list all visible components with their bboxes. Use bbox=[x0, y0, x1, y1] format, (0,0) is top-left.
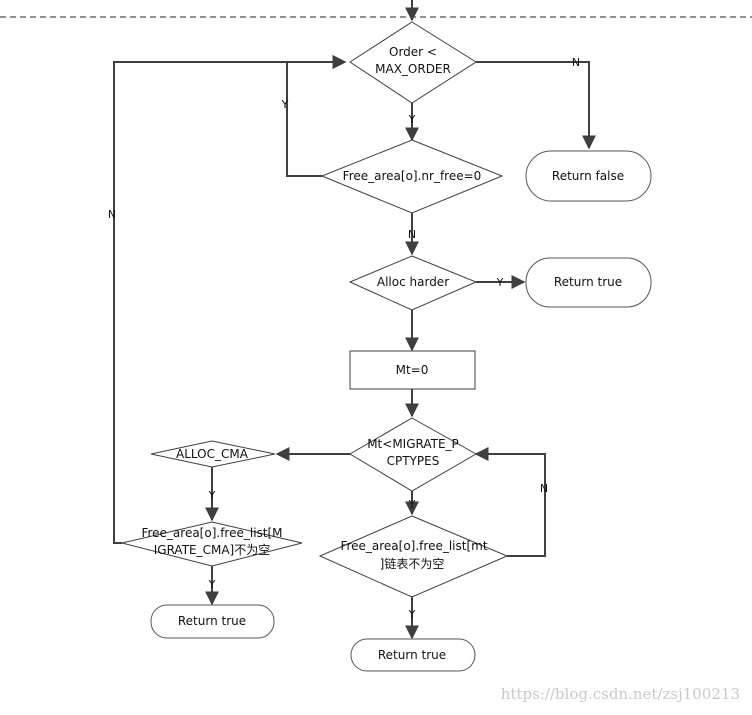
alloc-harder-label: Alloc harder bbox=[377, 275, 449, 289]
cma-list-line1: Free_area[o].free_list[M bbox=[141, 526, 282, 540]
mt-list-decision: Free_area[o].free_list[mt ]链表不为空 bbox=[318, 515, 509, 598]
watermark-url: https://blog.csdn.net/zsj100213 bbox=[501, 685, 740, 703]
alloc-cma-decision: ALLOC_CMA bbox=[150, 440, 276, 468]
edge-label-harder-yes: Y bbox=[496, 276, 504, 289]
nrfree-decision: Free_area[o].nr_free=0 bbox=[320, 139, 504, 214]
mt-list-line2: ]链表不为空 bbox=[380, 556, 445, 571]
mt-check-decision: Mt<MIGRATE_P CPTYPES bbox=[349, 417, 478, 492]
return-true-label-2: Return true bbox=[178, 614, 246, 628]
cma-list-line2: IGRATE_CMA]不为空 bbox=[154, 543, 271, 557]
edge-order-to-returnfalse bbox=[476, 61, 596, 150]
mt-check-line2: CPTYPES bbox=[387, 454, 440, 468]
edge-mtlist-loop-to-mtcheck bbox=[474, 447, 546, 557]
mt-init-label: Mt=0 bbox=[396, 363, 429, 377]
edge-label-cmalist-yes: Y bbox=[208, 578, 216, 591]
order-decision-line2: MAX_ORDER bbox=[375, 62, 451, 76]
edge-label-order-yes: Y bbox=[408, 113, 416, 126]
cma-list-decision: Free_area[o].free_list[M IGRATE_CMA]不为空 bbox=[121, 521, 303, 567]
edge-label-cma-loop-no: N bbox=[108, 208, 116, 221]
mt-init-process: Mt=0 bbox=[349, 350, 476, 390]
edge-cmalist-loop-to-order bbox=[113, 55, 347, 544]
return-true-terminal-3: Return true bbox=[350, 638, 476, 672]
nrfree-label: Free_area[o].nr_free=0 bbox=[343, 169, 482, 183]
edge-label-order-no: N bbox=[572, 56, 580, 69]
edge-label-cma-yes: Y bbox=[208, 489, 216, 502]
edge-label-mt-yes: Y bbox=[408, 498, 416, 511]
return-true-terminal-1: Return true bbox=[525, 257, 652, 308]
order-decision: Order < MAX_ORDER bbox=[349, 21, 477, 104]
return-false-label: Return false bbox=[552, 169, 624, 183]
order-decision-line1: Order < bbox=[389, 45, 437, 59]
edge-label-mtlist-yes: Y bbox=[408, 608, 416, 621]
return-false-terminal: Return false bbox=[525, 150, 652, 202]
return-true-label-3: Return true bbox=[378, 648, 446, 662]
return-true-terminal-2: Return true bbox=[150, 604, 275, 639]
alloc-cma-label: ALLOC_CMA bbox=[176, 447, 249, 461]
edge-label-nrfree-no: N bbox=[408, 228, 416, 241]
edge-label-nrfree-yes: Y bbox=[281, 98, 289, 111]
return-true-label-1: Return true bbox=[554, 275, 622, 289]
edge-nrfree-loop-to-order bbox=[286, 55, 347, 177]
alloc-harder-decision: Alloc harder bbox=[348, 255, 478, 311]
mt-check-line1: Mt<MIGRATE_P bbox=[367, 437, 459, 451]
mt-list-line1: Free_area[o].free_list[mt bbox=[340, 539, 487, 553]
edge-label-mt-loop-no: N bbox=[540, 482, 548, 495]
